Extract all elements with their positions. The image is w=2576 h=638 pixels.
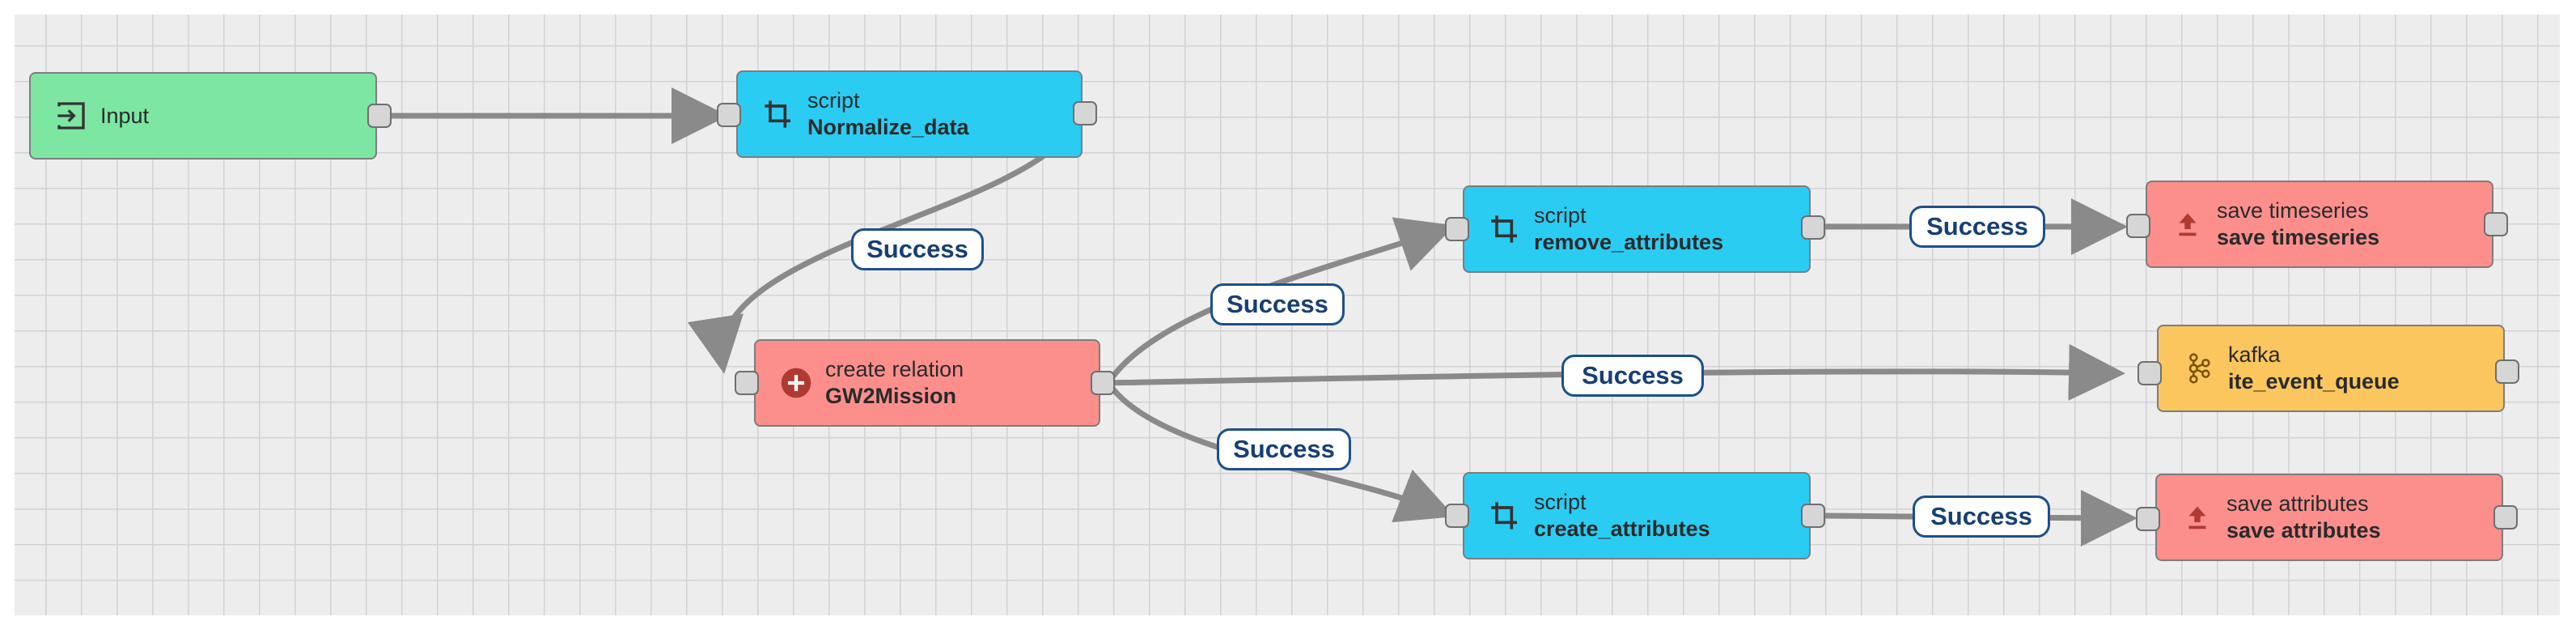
connection-label[interactable]: Success [1913,496,2050,538]
node-name: remove_attributes [1534,230,1724,254]
input-port[interactable] [2126,214,2150,238]
node-name: GW2Mission [825,384,957,408]
input-port[interactable] [1445,217,1469,241]
connection-label[interactable]: Success [1561,355,1704,397]
script-node-normalize[interactable]: script Normalize_data [736,70,1083,158]
node-name: Normalize_data [807,115,969,139]
plus-circle-icon [778,365,814,401]
node-name: ite_event_queue [2228,369,2400,393]
node-type: save timeseries [2217,198,2369,223]
output-port[interactable] [1801,215,1825,240]
node-type: kafka [2228,342,2281,368]
input-port[interactable] [735,371,759,395]
transform-icon [1487,211,1523,247]
output-port[interactable] [1073,101,1097,125]
action-node-create-relation[interactable]: create relation GW2Mission [754,339,1100,427]
output-port[interactable] [2493,505,2518,530]
kafka-icon [2181,351,2217,386]
script-node-remove-attributes[interactable]: script remove_attributes [1463,185,1811,273]
connection-label[interactable]: Success [851,228,984,270]
connection-label[interactable]: Success [1909,206,2045,248]
node-name: save attributes [2226,518,2381,542]
input-port[interactable] [2136,507,2160,531]
input-port[interactable] [1445,504,1469,528]
node-type: save attributes [2226,491,2369,517]
input-icon [53,98,89,134]
connection-label[interactable]: Success [1217,428,1351,470]
node-name: Input [100,103,150,128]
node-name: create_attributes [1534,517,1710,541]
action-node-save-timeseries[interactable]: save timeseries save timeseries [2146,181,2493,268]
script-node-create-attributes[interactable]: script create_attributes [1463,472,1811,559]
output-port[interactable] [1091,371,1115,395]
node-type: script [807,88,860,113]
upload-icon [2180,500,2215,535]
input-node[interactable]: Input [29,72,377,160]
node-type: script [1534,203,1587,228]
connection-label[interactable]: Success [1210,283,1345,325]
external-node-kafka[interactable]: kafka ite_event_queue [2157,325,2505,412]
node-type: create relation [825,357,964,382]
output-port[interactable] [2495,359,2519,384]
input-port[interactable] [717,103,741,127]
action-node-save-attributes[interactable]: save attributes save attributes [2155,474,2503,561]
transform-icon [761,96,796,132]
input-port[interactable] [2137,361,2162,385]
output-port[interactable] [2484,212,2508,236]
node-type: script [1534,490,1587,515]
upload-icon [2170,206,2205,242]
output-port[interactable] [367,104,392,128]
output-port[interactable] [1801,504,1825,528]
transform-icon [1487,498,1523,534]
node-name: save timeseries [2217,225,2380,249]
